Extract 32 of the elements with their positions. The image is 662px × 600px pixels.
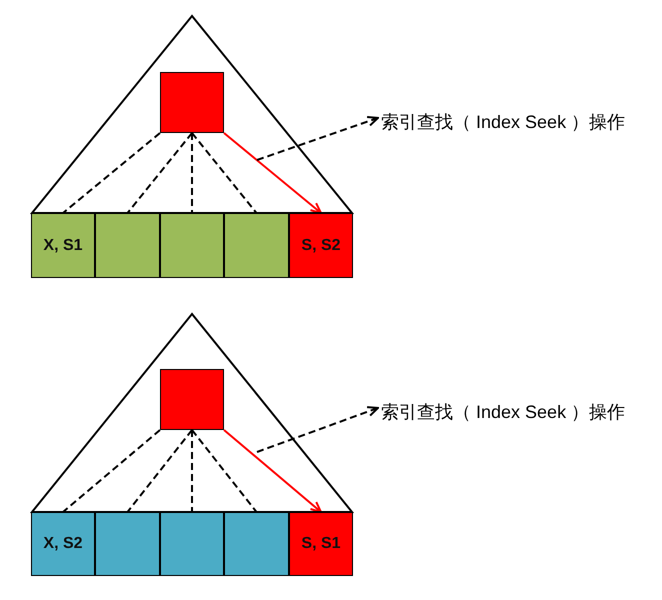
dashed-connector: [62, 429, 161, 513]
leader-arrow: [256, 116, 379, 161]
dashed-connector: [126, 132, 193, 214]
dashed-connector: [191, 429, 258, 513]
leaf-cell: [31, 213, 95, 278]
tree-triangle: [31, 313, 353, 512]
leaf-cell: [289, 512, 353, 576]
arrow: [223, 132, 322, 214]
leaf-cell: [224, 512, 289, 576]
cell-label: X, S2: [43, 535, 83, 553]
annotation-text: 索引查找（ Index Seek ）操作: [380, 111, 626, 134]
cell-label: X, S1: [43, 236, 83, 254]
leaf-cell: [95, 213, 160, 278]
leaf-cell: [224, 213, 289, 278]
cell-label: S, S1: [301, 535, 341, 553]
dashed-connector: [191, 133, 193, 213]
leaf-cell: [95, 512, 160, 576]
arrow: [223, 429, 322, 513]
dashed-connector: [191, 430, 193, 512]
leader-arrow: [256, 406, 379, 453]
root-square: [160, 72, 224, 133]
root-square: [160, 369, 224, 430]
leaf-cell: [289, 213, 353, 278]
tree-triangle: [31, 15, 353, 213]
leaf-cell: [31, 512, 95, 576]
dashed-connector: [191, 132, 258, 214]
leaf-cell: [160, 512, 224, 576]
annotation-text: 索引查找（ Index Seek ）操作: [380, 401, 626, 424]
dashed-connector: [126, 429, 193, 513]
dashed-connector: [62, 132, 161, 214]
leaf-cell: [160, 213, 224, 278]
cell-label: S, S2: [301, 236, 341, 254]
